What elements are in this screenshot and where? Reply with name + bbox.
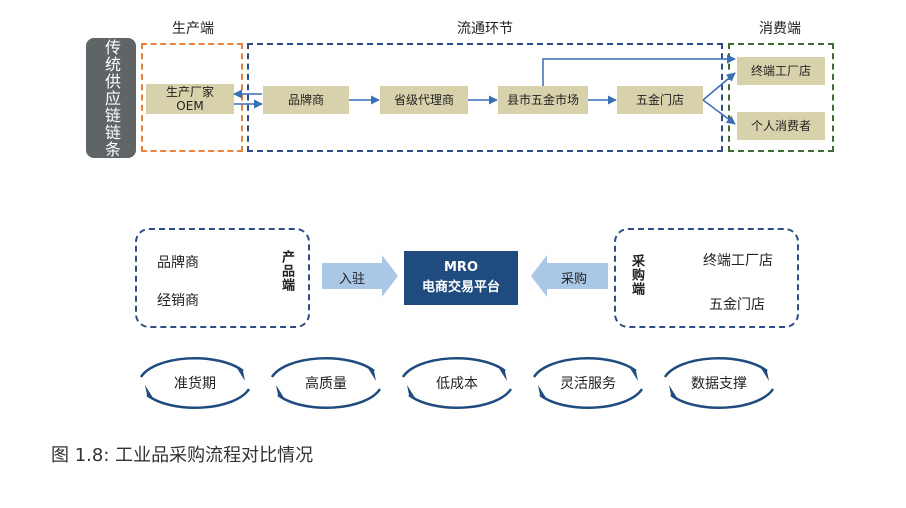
figure-caption: 图 1.8: 工业品采购流程对比情况 bbox=[51, 445, 314, 466]
manufacturer-to-brand-arrow bbox=[233, 89, 263, 109]
manufacturer-line1: 生产厂家 bbox=[165, 85, 214, 99]
mro-line1: MRO bbox=[444, 260, 478, 275]
flow-node-provincial-agent: 省级代理商 bbox=[380, 86, 468, 114]
buyer-side-label: 采购端 bbox=[629, 254, 644, 296]
section-label-consumer: 消费端 bbox=[759, 21, 801, 37]
producer-side-label: 产品端 bbox=[279, 250, 294, 292]
cycle-rings bbox=[139, 357, 775, 409]
join-fat-arrow bbox=[322, 255, 398, 297]
producer-side-box bbox=[135, 228, 310, 328]
flow-node-hardware-store: 五金门店 bbox=[617, 86, 703, 114]
legacy-chain-label: 传统供应链链条 bbox=[86, 38, 136, 158]
circulation-zone bbox=[247, 43, 723, 152]
purchase-label: 采购 bbox=[560, 272, 587, 287]
market-to-factory-arrow bbox=[542, 54, 736, 86]
buyer-side-box bbox=[614, 228, 799, 328]
producer-item-distributor: 经销商 bbox=[157, 293, 199, 309]
flow-node-county-market: 县市五金市场 bbox=[498, 86, 588, 114]
advantage-label: 低成本 bbox=[436, 376, 478, 392]
consumer-zone bbox=[728, 43, 834, 152]
store-to-individual-arrow bbox=[702, 99, 736, 125]
advantage-low-cost: 低成本 bbox=[398, 355, 516, 411]
advantage-label: 灵活服务 bbox=[560, 376, 616, 392]
store-to-factory-arrow bbox=[702, 72, 736, 101]
advantage-on-time-delivery: 准货期 bbox=[136, 355, 254, 411]
mro-platform-node: MRO 电商交易平台 bbox=[404, 251, 518, 305]
buyer-item-store: 五金门店 bbox=[709, 297, 765, 313]
manufacturer-node: 生产厂家 OEM bbox=[146, 84, 234, 114]
advantage-label: 数据支撑 bbox=[691, 376, 747, 392]
buyer-item-factory: 终端工厂店 bbox=[703, 253, 773, 269]
join-label: 入驻 bbox=[338, 272, 365, 287]
section-label-producer: 生产端 bbox=[172, 21, 214, 37]
mro-line2: 电商交易平台 bbox=[421, 280, 500, 295]
advantage-flexible-service: 灵活服务 bbox=[529, 355, 647, 411]
consumer-node-individual: 个人消费者 bbox=[737, 112, 825, 140]
advantage-label: 准货期 bbox=[174, 376, 216, 392]
manufacturer-line2: OEM bbox=[176, 99, 204, 113]
consumer-node-factory: 终端工厂店 bbox=[737, 57, 825, 85]
advantage-data-support: 数据支撑 bbox=[660, 355, 778, 411]
purchase-fat-arrow bbox=[531, 255, 608, 297]
flow-node-brand: 品牌商 bbox=[263, 86, 349, 114]
section-label-circulation: 流通环节 bbox=[457, 21, 513, 37]
advantage-label: 高质量 bbox=[305, 376, 347, 392]
producer-item-brand: 品牌商 bbox=[157, 255, 199, 271]
advantage-high-quality: 高质量 bbox=[267, 355, 385, 411]
